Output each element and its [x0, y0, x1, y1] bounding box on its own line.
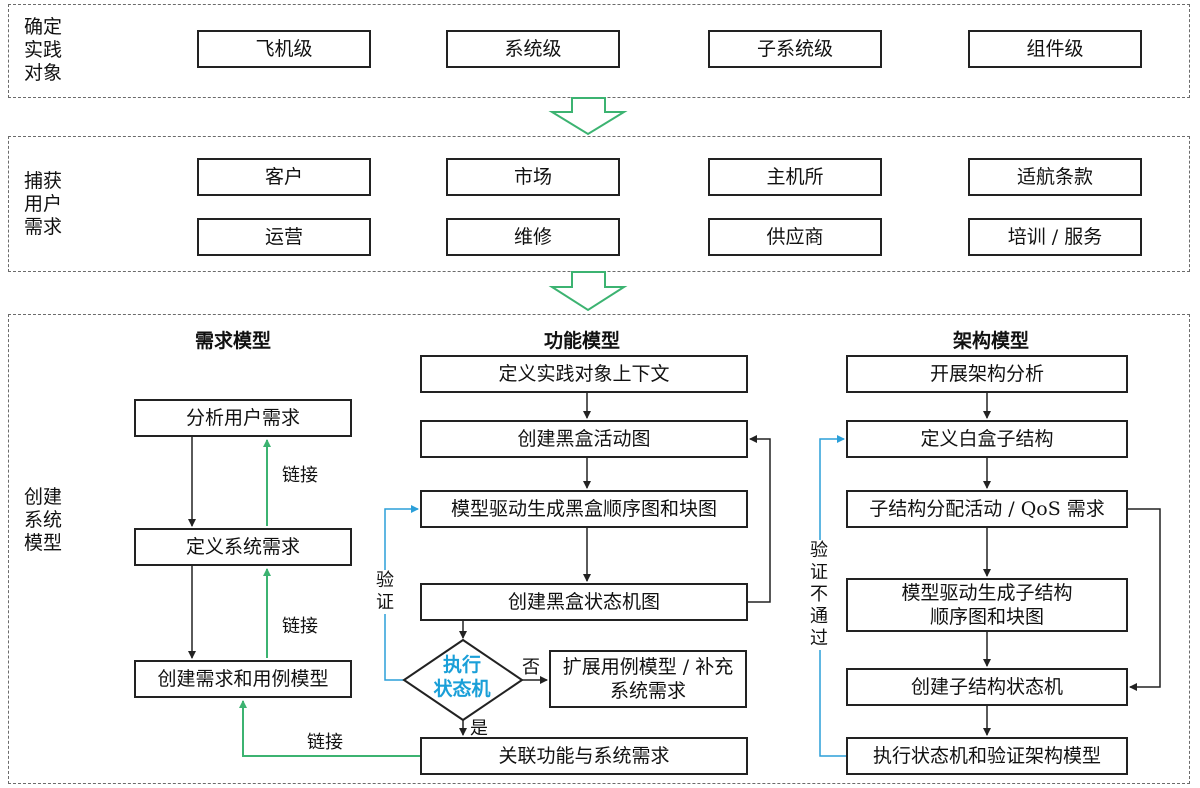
- verify-char: 证: [376, 592, 394, 613]
- generate-line: 模型驱动生成子结构: [901, 582, 1073, 604]
- box-allocate-activity-qos: 子结构分配活动 / QoS 需求: [846, 490, 1128, 528]
- panel-create-model: [8, 314, 1190, 784]
- box-architecture-analysis: 开展架构分析: [846, 355, 1128, 393]
- link-label-3: 链接: [307, 732, 343, 753]
- diamond-execute-statemachine-label: 执行 状态机: [418, 653, 506, 701]
- big-arrow-1: [548, 97, 628, 136]
- fail-char: 过: [810, 628, 828, 649]
- panel1-label: 确定 实践 对象: [24, 16, 72, 85]
- title-requirement-model: 需求模型: [194, 330, 271, 352]
- diamond-execute-statemachine: [402, 638, 524, 722]
- verify-label: 验 证: [374, 570, 396, 614]
- box-create-substructure-statemachine: 创建子结构状态机: [846, 668, 1128, 706]
- box-execute-verify-architecture: 执行状态机和验证架构模型: [846, 737, 1128, 775]
- fail-char: 证: [810, 562, 828, 583]
- title-architecture-model: 架构模型: [952, 330, 1029, 352]
- link-label-1: 链接: [282, 465, 318, 486]
- box-aircraft-level: 飞机级: [197, 30, 371, 68]
- extend-line: 扩展用例模型 / 补充: [562, 656, 734, 678]
- panel1-label-line: 确定: [24, 16, 63, 38]
- panel2-label-line: 捕获: [24, 170, 63, 192]
- box-market: 市场: [446, 158, 620, 196]
- panel2-label-line: 用户: [24, 193, 63, 215]
- panel3-label-line: 创建: [24, 486, 63, 508]
- box-analyze-user-needs: 分析用户需求: [134, 399, 352, 437]
- panel1-label-line: 对象: [24, 62, 63, 84]
- panel2-label-line: 需求: [24, 216, 63, 238]
- panel3-label-line: 模型: [24, 532, 63, 554]
- box-airworthiness: 适航条款: [968, 158, 1142, 196]
- panel2-label: 捕获 用户 需求: [24, 170, 72, 239]
- link-relate-to-req: [239, 700, 420, 757]
- verify-fail-label: 验 证 不 通 过: [808, 540, 830, 650]
- title-function-model: 功能模型: [543, 330, 620, 352]
- box-customer: 客户: [197, 158, 371, 196]
- generate-line: 顺序图和块图: [929, 606, 1044, 628]
- box-relate-function-requirement: 关联功能与系统需求: [420, 737, 748, 775]
- box-operation: 运营: [197, 218, 371, 256]
- bypass-allocate-to-statemachine: [1128, 508, 1161, 691]
- fail-char: 通: [810, 606, 828, 627]
- box-generate-substructure: 模型驱动生成子结构 顺序图和块图: [846, 578, 1128, 632]
- fail-char: 验: [810, 540, 828, 561]
- box-extend-usecase: 扩展用例模型 / 补充 系统需求: [549, 650, 747, 708]
- verify-char: 验: [376, 570, 394, 591]
- box-blackbox-statechart: 创建黑盒状态机图: [420, 583, 748, 621]
- link-label-2: 链接: [282, 616, 318, 637]
- box-component-level: 组件级: [968, 30, 1142, 68]
- box-subsystem-level: 子系统级: [708, 30, 882, 68]
- extend-line: 系统需求: [609, 680, 686, 702]
- fail-char: 不: [810, 584, 828, 605]
- box-training-service: 培训 / 服务: [968, 218, 1142, 256]
- loop-statechart-to-activity: [748, 435, 771, 603]
- decision-no-label: 否: [522, 657, 540, 678]
- diamond-line: 执行: [442, 654, 481, 676]
- box-system-level: 系统级: [446, 30, 620, 68]
- diamond-line: 状态机: [433, 678, 491, 700]
- panel3-label-line: 系统: [24, 509, 63, 531]
- box-define-system-requirements: 定义系统需求: [134, 528, 352, 566]
- box-create-requirement-usecase-model: 创建需求和用例模型: [134, 660, 352, 698]
- box-define-context: 定义实践对象上下文: [420, 355, 748, 393]
- decision-yes-label: 是: [470, 718, 488, 739]
- box-supplier: 供应商: [708, 218, 882, 256]
- panel3-label: 创建 系统 模型: [24, 486, 72, 555]
- box-oem: 主机所: [708, 158, 882, 196]
- box-maintenance: 维修: [446, 218, 620, 256]
- big-arrow-2: [548, 271, 628, 312]
- box-blackbox-sequence-block: 模型驱动生成黑盒顺序图和块图: [420, 490, 748, 528]
- panel1-label-line: 实践: [24, 39, 63, 61]
- box-blackbox-activity: 创建黑盒活动图: [420, 420, 748, 458]
- box-define-whitebox: 定义白盒子结构: [846, 420, 1128, 458]
